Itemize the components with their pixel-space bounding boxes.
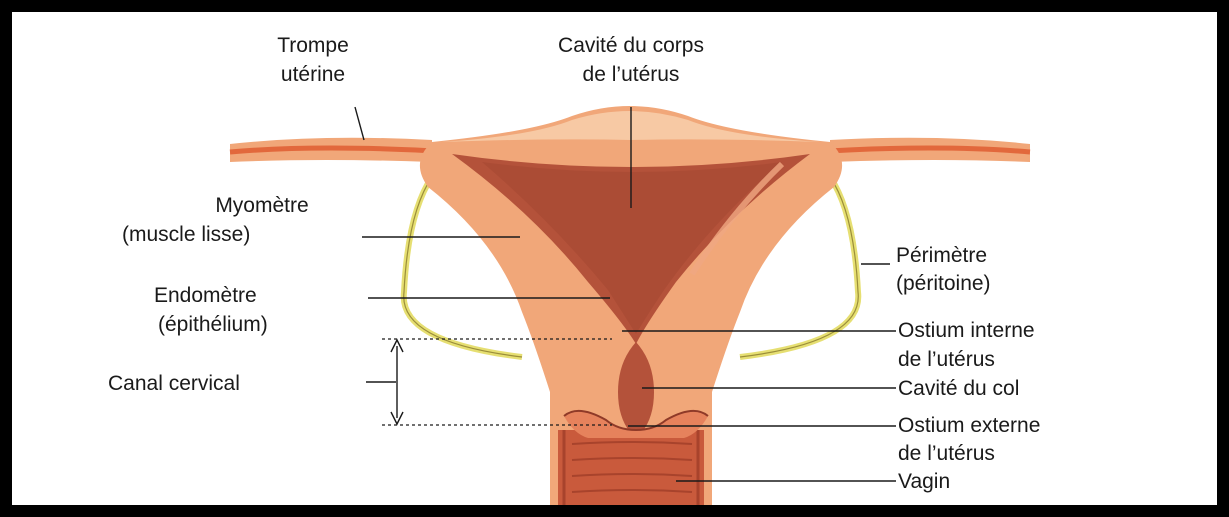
label-myometre-line2: (muscle lisse): [122, 223, 250, 246]
label-endometre-line1: Endomètre: [154, 284, 257, 307]
diagram-frame: Trompe utérine Cavité du corps de l’utér…: [12, 12, 1217, 505]
label-perimetre-line1: Périmètre: [896, 244, 987, 267]
label-cavite-corps-line1: Cavité du corps: [558, 34, 704, 57]
leader-trompe: [355, 107, 364, 140]
label-endometre-line2: (épithélium): [158, 313, 268, 336]
uterus-diagram: Trompe utérine Cavité du corps de l’utér…: [12, 12, 1217, 505]
label-canal-cervical: Canal cervical: [108, 372, 240, 395]
label-ostium-externe-line1: Ostium externe: [898, 414, 1040, 437]
label-cavite-corps-line2: de l’utérus: [583, 63, 680, 86]
label-ostium-interne-line2: de l’utérus: [898, 348, 995, 371]
label-trompe-line2: utérine: [281, 63, 345, 86]
label-ostium-externe-line2: de l’utérus: [898, 442, 995, 465]
label-myometre-line1: Myomètre: [215, 194, 308, 217]
label-perimetre-line2: (péritoine): [896, 272, 991, 295]
label-cavite-col: Cavité du col: [898, 377, 1019, 400]
label-vagin: Vagin: [898, 470, 950, 493]
label-trompe-line1: Trompe: [277, 34, 349, 57]
label-ostium-interne-line1: Ostium interne: [898, 319, 1035, 342]
